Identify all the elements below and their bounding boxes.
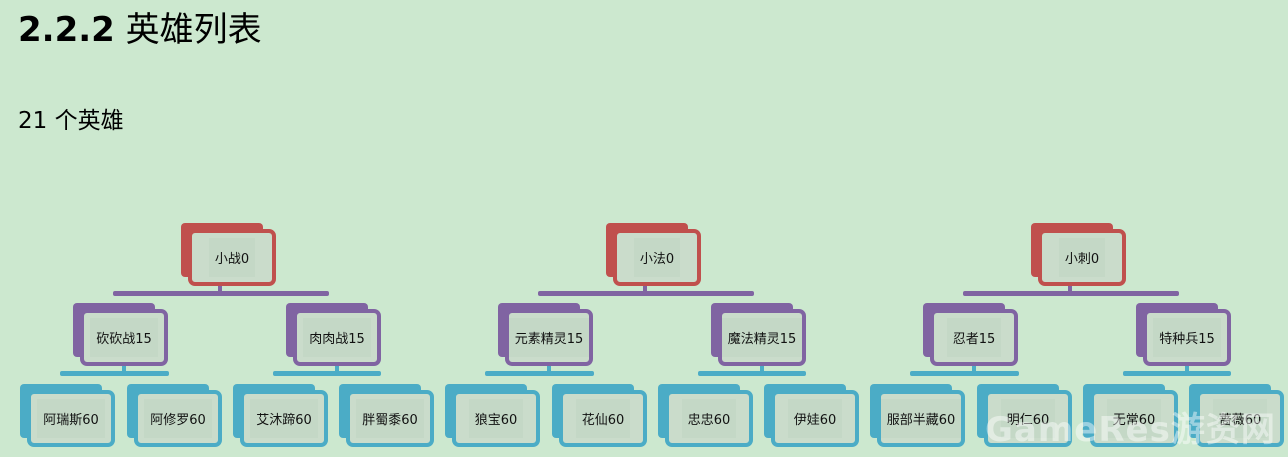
- node-label: 元素精灵15: [508, 318, 590, 357]
- hero-node: 阿瑞斯60: [27, 390, 115, 447]
- role-node: 小法0: [613, 229, 701, 286]
- node-label: 艾沐蹄60: [250, 399, 318, 438]
- class-node: 元素精灵15: [505, 309, 593, 366]
- connector-line: [113, 291, 329, 296]
- class-node: 魔法精灵15: [718, 309, 806, 366]
- watermark: GameRes游资网: [985, 410, 1276, 450]
- node-label: 花仙60: [575, 399, 631, 438]
- connector-line: [273, 371, 381, 376]
- connector-line: [60, 371, 169, 376]
- node-label: 忍者15: [946, 318, 1002, 357]
- node-label: 伊娃60: [787, 399, 843, 438]
- connector-line: [643, 284, 647, 293]
- connector-line: [963, 291, 1179, 296]
- hero-node: 伊娃60: [771, 390, 859, 447]
- node-label: 阿瑞斯60: [37, 399, 105, 438]
- connector-line: [972, 364, 976, 373]
- role-node: 小刺0: [1038, 229, 1126, 286]
- hero-node: 艾沐蹄60: [240, 390, 328, 447]
- connector-line: [1185, 364, 1189, 373]
- class-node: 砍砍战15: [80, 309, 168, 366]
- connector-line: [698, 371, 806, 376]
- node-label: 蔷薇60: [1212, 399, 1268, 438]
- node-label: 小战0: [208, 238, 256, 277]
- section-title: 英雄列表: [125, 10, 262, 50]
- node-label: 砍砍战15: [90, 318, 158, 357]
- hero-node: 狼宝60: [452, 390, 540, 447]
- hero-node: 明仁60: [984, 390, 1072, 447]
- node-label: 小法0: [633, 238, 681, 277]
- node-label: 胖蜀黍60: [356, 399, 424, 438]
- node-label: 狼宝60: [468, 399, 524, 438]
- hero-node: 服部半藏60: [877, 390, 965, 447]
- hero-node: 忠忠60: [665, 390, 753, 447]
- connector-line: [1123, 371, 1231, 376]
- hero-node: 阿修罗60: [134, 390, 222, 447]
- connector-line: [218, 284, 222, 293]
- connector-line: [1068, 284, 1072, 293]
- node-label: 忠忠60: [681, 399, 737, 438]
- connector-line: [485, 371, 594, 376]
- hero-count: 21 个英雄: [18, 108, 124, 134]
- node-label: 阿修罗60: [144, 399, 212, 438]
- connector-line: [335, 364, 339, 373]
- section-heading: 2.2.2 英雄列表: [18, 2, 262, 51]
- class-node: 忍者15: [930, 309, 1018, 366]
- connector-line: [547, 364, 551, 373]
- connector-line: [538, 291, 754, 296]
- class-node: 肉肉战15: [293, 309, 381, 366]
- hero-node: 无常60: [1090, 390, 1178, 447]
- node-label: 明仁60: [1000, 399, 1056, 438]
- node-label: 小刺0: [1058, 238, 1106, 277]
- node-label: 肉肉战15: [303, 318, 371, 357]
- hero-node: 花仙60: [559, 390, 647, 447]
- connector-line: [760, 364, 764, 373]
- node-label: 无常60: [1106, 399, 1162, 438]
- connector-line: [122, 364, 126, 373]
- node-label: 服部半藏60: [880, 399, 962, 438]
- node-label: 魔法精灵15: [721, 318, 803, 357]
- node-label: 特种兵15: [1153, 318, 1221, 357]
- class-node: 特种兵15: [1143, 309, 1231, 366]
- connector-line: [910, 371, 1019, 376]
- section-number: 2.2.2: [18, 10, 115, 50]
- role-node: 小战0: [188, 229, 276, 286]
- hero-node: 胖蜀黍60: [346, 390, 434, 447]
- hero-node: 蔷薇60: [1196, 390, 1284, 447]
